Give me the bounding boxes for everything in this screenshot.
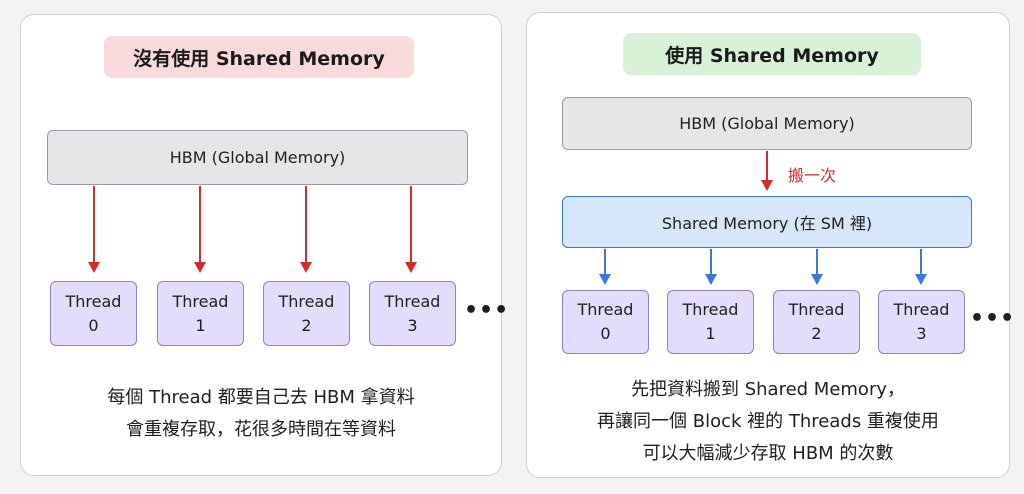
thread-index: 2 [811, 324, 822, 343]
right-caption: 先把資料搬到 Shared Memory， 再讓同一個 Block 裡的 Thr… [536, 374, 1000, 470]
arrowhead [915, 274, 927, 285]
right-caption-line-1: 先把資料搬到 Shared Memory， [630, 379, 906, 400]
arrowhead [599, 274, 611, 285]
arrowhead [811, 274, 823, 285]
left-panel-title: 沒有使用 Shared Memory [104, 36, 414, 78]
right-blue-arrows [599, 249, 927, 285]
arrowhead [705, 274, 717, 285]
thread-label: Thread [65, 291, 122, 311]
thread-index: 3 [916, 324, 927, 343]
shared-memory-box: Shared Memory (在 SM 裡) [562, 196, 972, 248]
thread-label: Thread [682, 300, 739, 319]
left-hbm-box: HBM (Global Memory) [47, 130, 468, 185]
thread-label: Thread [893, 300, 950, 319]
left-ellipsis: ••• [464, 298, 510, 323]
thread-index: 1 [195, 315, 206, 335]
move-once-note: 搬一次 [788, 166, 837, 185]
left-thread-3: Thread 3 [369, 281, 456, 346]
arrowhead [88, 262, 100, 273]
arrowhead [194, 262, 206, 273]
thread-label: Thread [384, 291, 441, 311]
right-ellipsis: ••• [970, 306, 1016, 331]
thread-label: Thread [278, 291, 335, 311]
arrowhead [300, 262, 312, 273]
thread-index: 0 [88, 315, 99, 335]
right-caption-line-2: 再讓同一個 Block 裡的 Threads 重複使用 [597, 411, 939, 432]
thread-label: Thread [172, 291, 229, 311]
thread-index: 0 [600, 324, 611, 343]
left-thread-1: Thread 1 [157, 281, 244, 346]
left-caption-line-2: 會重複存取，花很多時間在等資料 [126, 419, 396, 440]
left-panel [20, 14, 502, 476]
thread-label: Thread [577, 300, 634, 319]
arrowhead [761, 180, 773, 191]
thread-index: 1 [705, 324, 716, 343]
right-thread-1: Thread 1 [667, 290, 754, 354]
left-thread-0: Thread 0 [50, 281, 137, 346]
left-arrows [88, 186, 417, 273]
arrowhead [405, 262, 417, 273]
right-caption-line-3: 可以大幅減少存取 HBM 的次數 [642, 443, 894, 464]
thread-index: 2 [301, 315, 312, 335]
left-caption-line-1: 每個 Thread 都要自己去 HBM 拿資料 [107, 387, 415, 408]
thread-index: 3 [407, 315, 418, 335]
right-hbm-box: HBM (Global Memory) [562, 97, 972, 150]
left-caption: 每個 Thread 都要自己去 HBM 拿資料 會重複存取，花很多時間在等資料 [30, 382, 492, 446]
right-thread-2: Thread 2 [773, 290, 860, 354]
right-thread-3: Thread 3 [878, 290, 965, 354]
right-red-arrow [761, 151, 773, 191]
right-thread-0: Thread 0 [562, 290, 649, 354]
right-panel-title: 使用 Shared Memory [623, 33, 921, 75]
left-thread-2: Thread 2 [263, 281, 350, 346]
thread-label: Thread [788, 300, 845, 319]
